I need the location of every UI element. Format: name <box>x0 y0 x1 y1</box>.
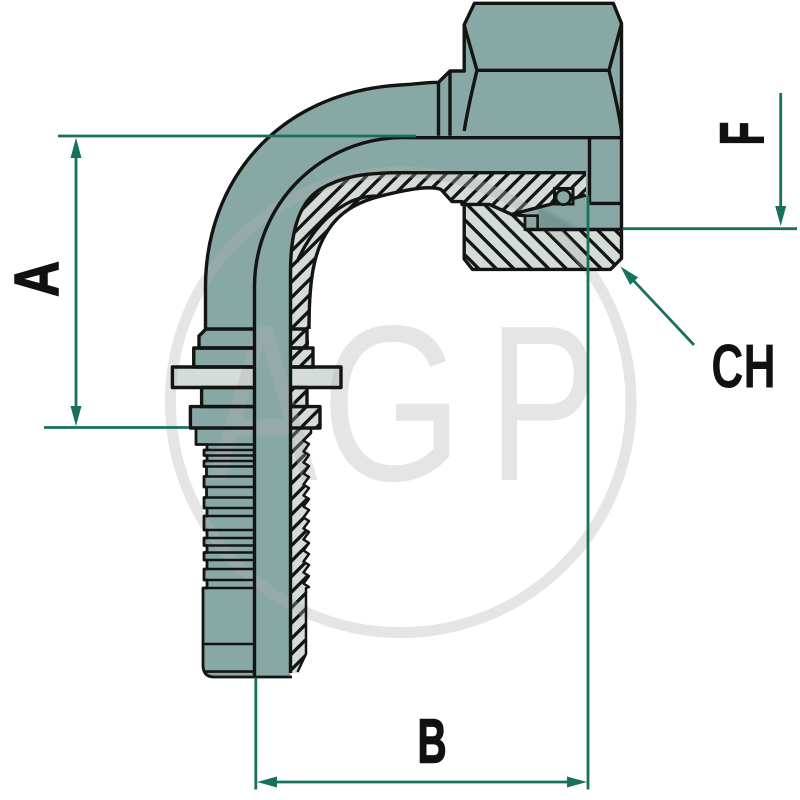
svg-text:A: A <box>2 261 72 297</box>
svg-text:B: B <box>417 708 446 777</box>
svg-text:F: F <box>707 122 777 145</box>
svg-text:A: A <box>208 280 318 528</box>
svg-text:CH: CH <box>711 332 775 401</box>
svg-text:G: G <box>321 280 463 528</box>
svg-text:P: P <box>488 280 598 528</box>
